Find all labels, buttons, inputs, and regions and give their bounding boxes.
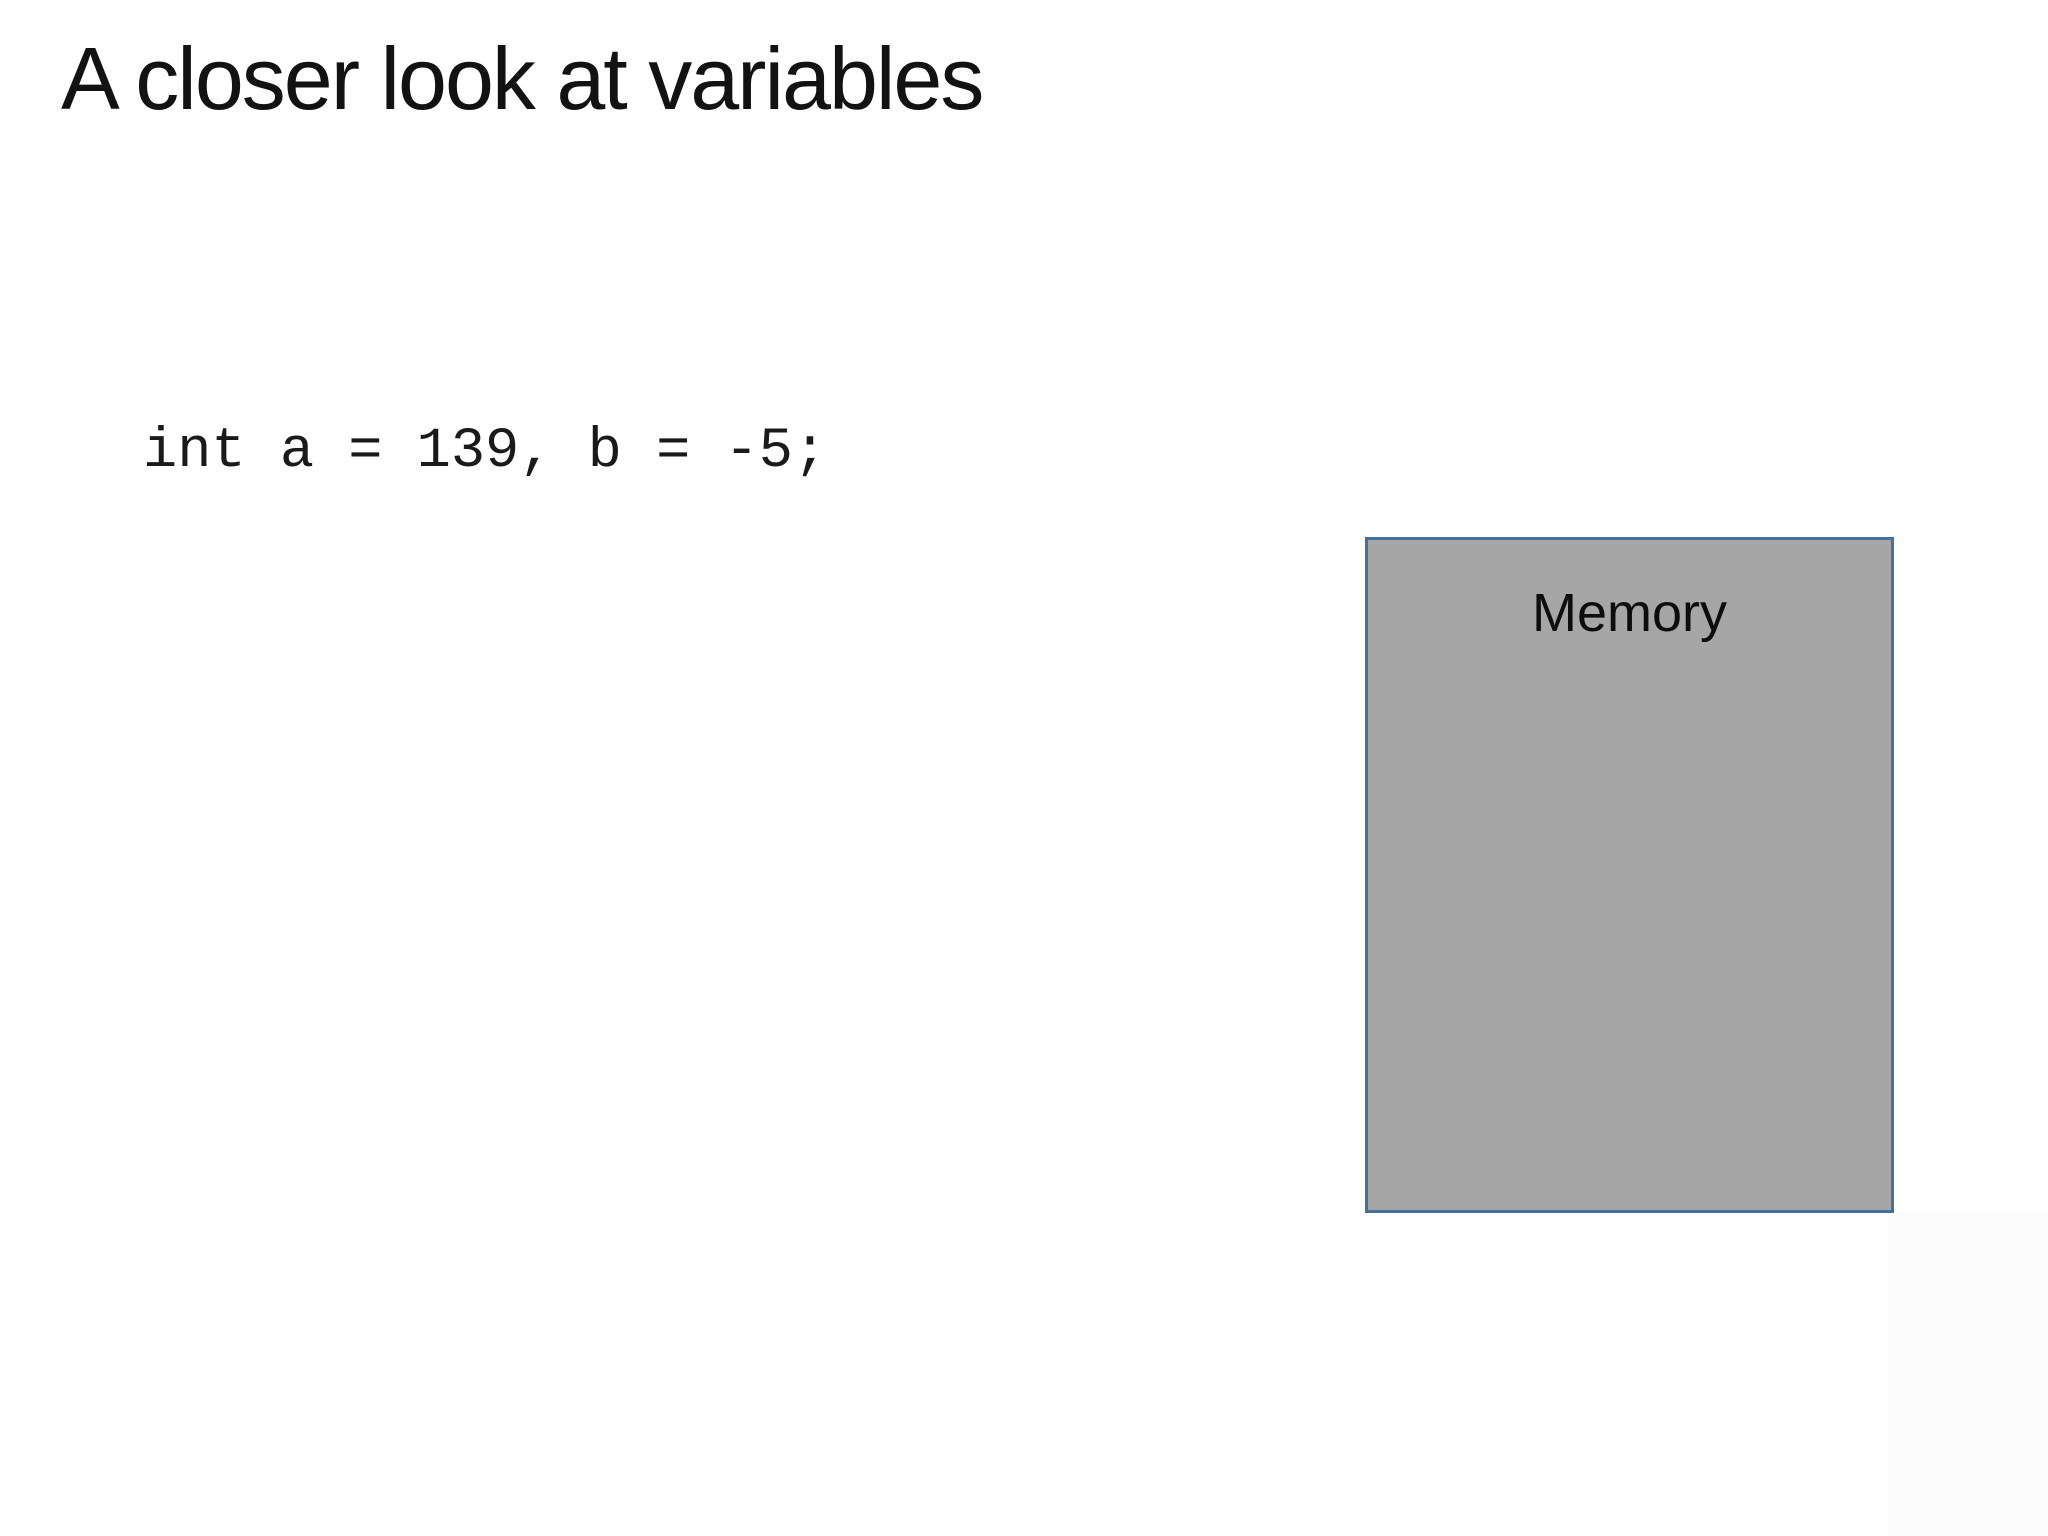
memory-diagram-box: Memory [1365,537,1894,1213]
memory-box-label: Memory [1531,583,1727,643]
code-snippet: int a = 139, b = -5; [143,420,828,484]
faint-corner-region [1888,1213,2048,1536]
slide-title: A closer look at variables [61,29,984,128]
